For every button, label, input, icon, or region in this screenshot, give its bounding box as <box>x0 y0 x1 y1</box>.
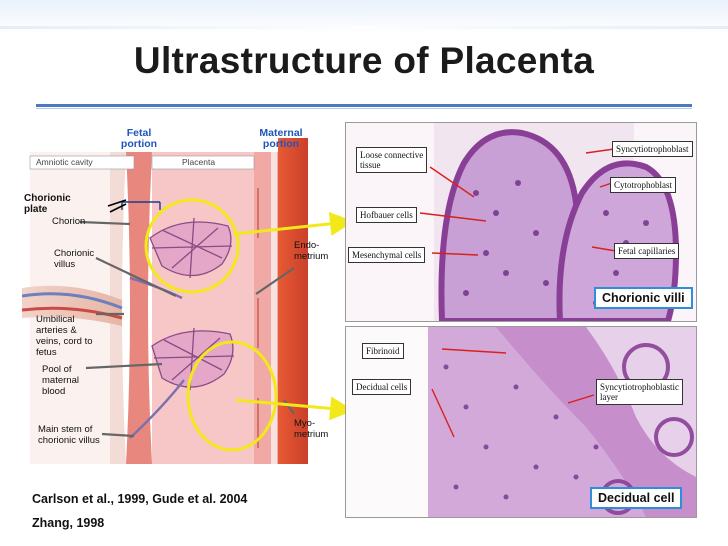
villous-tree-lower <box>151 327 235 391</box>
label-cytotrophoblast: Cytotrophoblast <box>610 177 676 193</box>
highlight-ellipse-decidua <box>186 340 278 452</box>
label-mesenchymal-cells: Mesenchymal cells <box>348 247 426 263</box>
myometrium-label: Myo- metrium <box>294 418 329 440</box>
label-hofbauer-cells: Hofbauer cells <box>356 207 417 223</box>
placenta-label: Placenta <box>182 157 216 167</box>
placenta-diagram: Fetal portion Maternal portion Amniotic … <box>21 118 329 470</box>
chorion-label: Chorion <box>52 216 86 227</box>
connector-arrow-decidua <box>235 396 354 420</box>
umbilical-label: Umbilical arteries & veins, cord to fetu… <box>36 314 93 358</box>
connector-arrows <box>233 211 354 420</box>
title-underline-thin <box>36 108 692 109</box>
connector-arrow-villi <box>233 211 354 236</box>
label-decidual-cells: Decidual cells <box>352 379 412 395</box>
label-syncytiotrophoblastic-layer: Syncytiotrophoblastic layer <box>596 379 683 405</box>
label-fibrinoid: Fibrinoid <box>362 343 404 359</box>
chorionic-plate-band <box>126 152 152 464</box>
decidual-histology-image <box>346 327 696 517</box>
placenta-diagram-drawing <box>21 138 308 464</box>
fetal-portion-label: Fetal portion <box>120 127 158 150</box>
maternal-portion-label: Maternal portion <box>259 127 303 150</box>
endometrium-label: Endo- metrium <box>294 240 329 262</box>
label-fetal-capillaries: Fetal capillaries <box>614 243 680 259</box>
citation-line-2: Zhang, 1998 <box>32 516 105 530</box>
umbilical-cord <box>22 285 122 326</box>
caption-chorionic-villi: Chorionic villi <box>594 287 693 309</box>
label-syncytiotrophoblast: Syncytiotrophoblast <box>612 141 693 157</box>
label-loose-connective-tissue: Loose connective tissue <box>356 147 428 173</box>
slide-title: Ultrastructure of Placenta <box>133 40 595 81</box>
pool-of-maternal-blood-label: Pool of maternal blood <box>42 364 79 397</box>
highlight-ellipse-villus <box>144 198 240 294</box>
amniotic-cavity-label: Amniotic cavity <box>36 157 93 167</box>
micrograph-decidual-cell: Fibrinoid Decidual cells Syncytiotrophob… <box>345 326 697 518</box>
main-stem-label: Main stem of chorionic villus <box>38 424 100 446</box>
citation-line-1: Carlson et al., 1999, Gude et al. 2004 <box>32 492 248 506</box>
chorionic-villus-label: Chorionic villus <box>54 248 95 270</box>
slide-header-band <box>0 0 728 34</box>
title-underline <box>36 104 692 107</box>
header-stripe <box>0 26 728 29</box>
myometrium-layer <box>278 138 308 464</box>
villous-tree-upper <box>149 217 233 279</box>
caption-decidual-cell: Decidual cell <box>590 487 683 509</box>
chorionic-plate-label: Chorionic plate <box>24 193 71 215</box>
micrograph-chorionic-villi: Loose connective tissue Hofbauer cells M… <box>345 122 697 322</box>
